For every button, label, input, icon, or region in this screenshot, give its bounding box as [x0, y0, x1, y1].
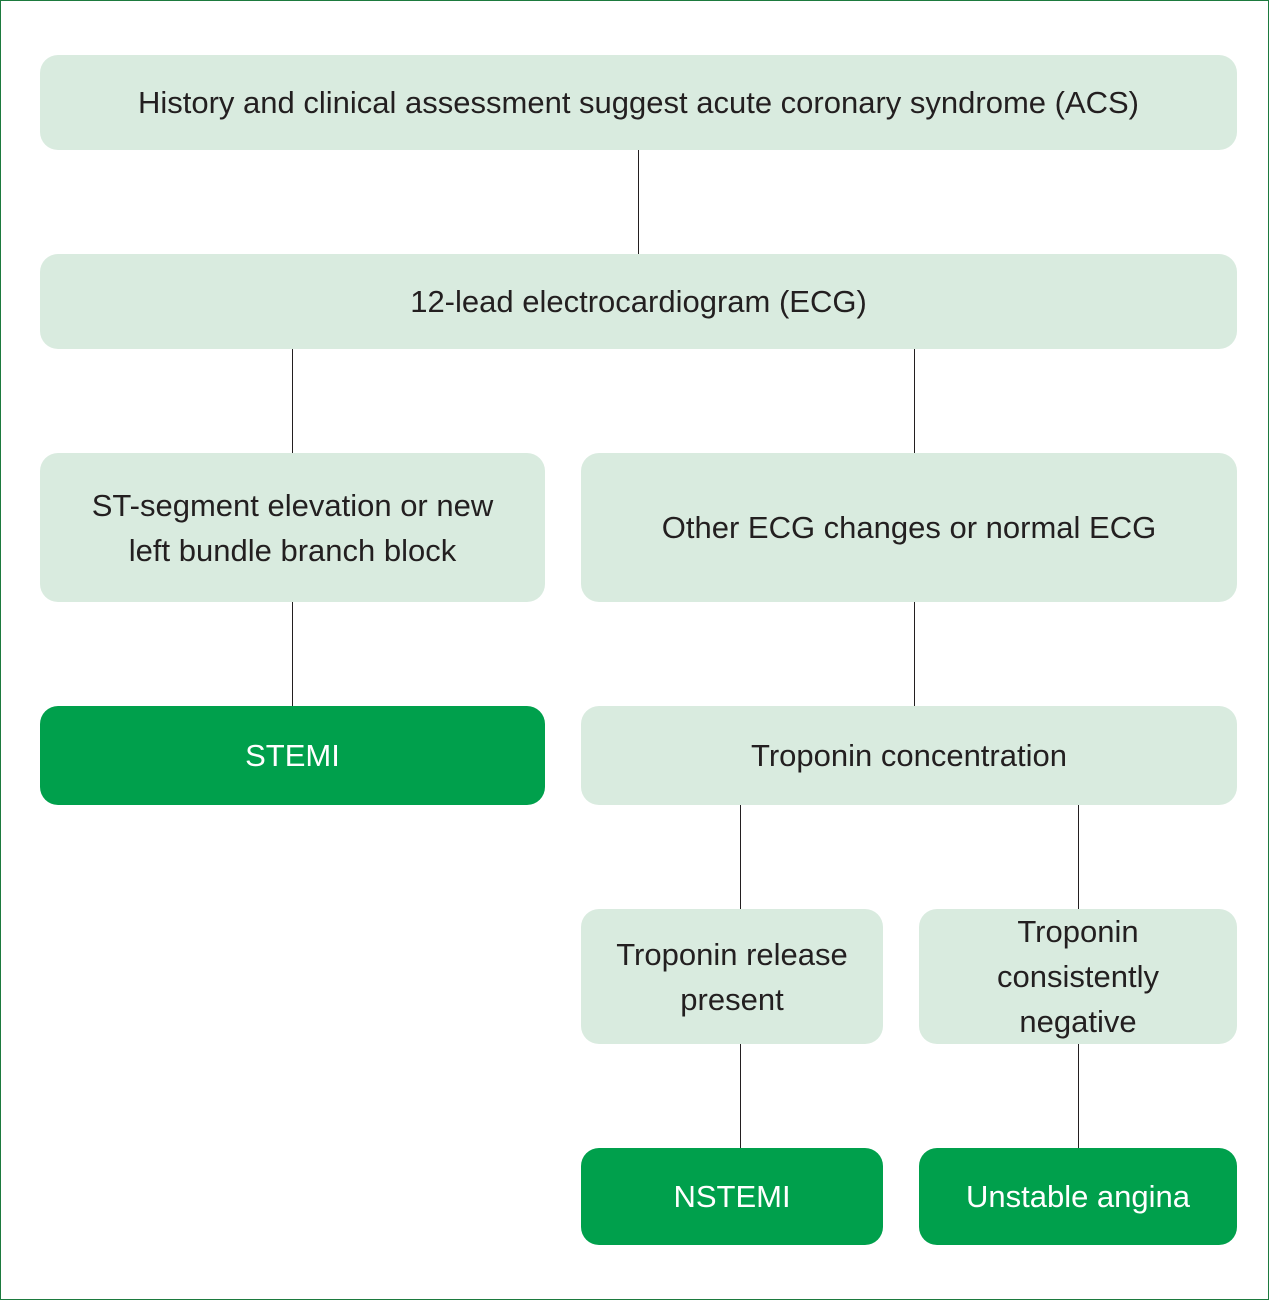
node-stemi-label: STEMI — [245, 738, 340, 773]
node-ecg: 12-lead electrocardiogram (ECG) — [40, 254, 1237, 349]
connector-present-nstemi — [740, 1043, 741, 1149]
connector-negative-unstable-angina — [1078, 1043, 1079, 1149]
node-acs: History and clinical assessment suggest … — [40, 55, 1237, 150]
connector-st-elevation-stemi — [292, 601, 293, 707]
connector-troponin-negative — [1078, 804, 1079, 910]
node-st-elevation: ST-segment elevation or new left bundle … — [40, 453, 545, 602]
node-troponin-present-line-1: Troponin release — [616, 936, 848, 972]
node-other-ecg: Other ECG changes or normal ECG — [581, 453, 1237, 602]
node-st-elevation-line-2: left bundle branch block — [128, 532, 457, 568]
node-troponin: Troponin concentration — [581, 706, 1237, 805]
node-unstable-angina-label: Unstable angina — [965, 1179, 1191, 1214]
node-troponin-negative-line-1: Troponin — [1017, 914, 1139, 949]
node-ecg-label: 12-lead electrocardiogram (ECG) — [410, 284, 867, 319]
node-troponin-present: Troponin release present — [581, 909, 883, 1044]
node-troponin-label: Troponin concentration — [751, 738, 1067, 773]
node-st-elevation-line-1: ST-segment elevation or new — [91, 487, 494, 523]
connector-acs-ecg — [638, 150, 639, 255]
node-acs-label: History and clinical assessment suggest … — [137, 85, 1140, 120]
connector-ecg-st-elevation — [292, 348, 293, 454]
connector-troponin-present — [740, 804, 741, 910]
connector-ecg-other-ecg — [914, 348, 915, 454]
node-nstemi: NSTEMI — [581, 1148, 883, 1245]
node-troponin-present-line-2: present — [680, 981, 784, 1017]
node-stemi: STEMI — [40, 706, 545, 805]
connector-other-ecg-troponin — [914, 601, 915, 707]
node-nstemi-label: NSTEMI — [673, 1179, 791, 1214]
node-troponin-negative-line-2: consistently negative — [997, 959, 1159, 1039]
node-other-ecg-label: Other ECG changes or normal ECG — [661, 510, 1157, 545]
node-troponin-negative: Troponin consistently negative — [919, 909, 1237, 1044]
node-unstable-angina: Unstable angina — [919, 1148, 1237, 1245]
